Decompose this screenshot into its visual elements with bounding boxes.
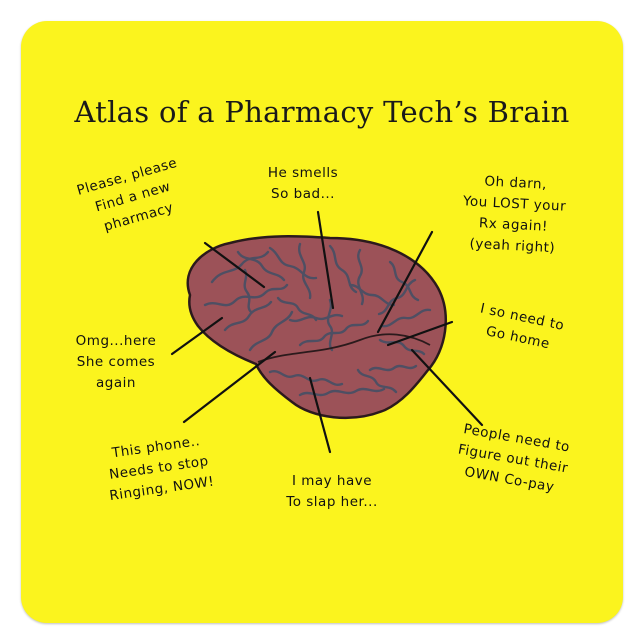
label-lost-rx: Oh darn, You LOST your Rx again! (yeah r… xyxy=(462,173,567,256)
label-slap: I may have To slap her... xyxy=(286,473,378,510)
line-go-home xyxy=(386,320,454,347)
line-lost-rx xyxy=(376,230,434,334)
page-title: Atlas of a Pharmacy Tech’s Brain xyxy=(74,95,570,129)
line-find-pharmacy xyxy=(203,241,266,289)
leader-lines xyxy=(170,210,484,454)
line-copay xyxy=(410,348,484,427)
line-phone xyxy=(182,350,277,424)
line-smells xyxy=(316,210,335,310)
label-comes-again: Omg...here She comes again xyxy=(75,333,157,391)
line-slap xyxy=(308,376,332,454)
line-comes-again xyxy=(170,316,224,356)
label-smells: He smells So bad... xyxy=(267,165,339,202)
